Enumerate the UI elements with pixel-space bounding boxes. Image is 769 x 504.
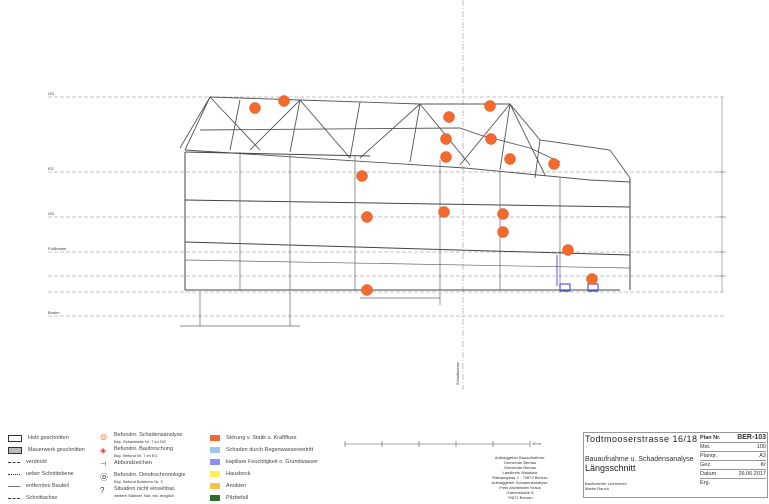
damage-circle-icon [443, 111, 455, 123]
scale-label: 10 m [532, 441, 541, 446]
drawing-title: Längsschnitt [585, 463, 636, 473]
plan-number: BER-103 [737, 434, 766, 441]
damage-circle-icon [497, 208, 509, 220]
color-swatch [210, 483, 220, 489]
level-label: OG [48, 91, 55, 96]
title-frame [583, 432, 768, 498]
title-block: Todtmooserstrasse 16/18 Bauaufnahme u. S… [585, 434, 765, 494]
legend-lines: Holz geschnitten Mauerwerk geschnitten v… [8, 432, 103, 504]
damage-number-icon: ◎ [100, 432, 107, 441]
damage-circle-icon [504, 153, 516, 165]
legend-symbols: ◎ Befundnr. Schadensanalyse Bsp. Schadst… [100, 432, 186, 498]
level-label: UG [48, 211, 54, 216]
damage-circle-icon [356, 170, 368, 182]
color-swatch [210, 471, 220, 477]
legend-colors: Störung v. Statik u. Kraftfluss Schaden … [210, 432, 330, 504]
damage-circle-icon [548, 158, 560, 170]
thin-line-swatch [8, 485, 20, 487]
color-swatch [210, 447, 220, 453]
damage-circle-icon [278, 95, 290, 107]
damage-circle-icon [440, 151, 452, 163]
client-block-2: Auftraggeber Schadensanalyse: Freie Arch… [491, 480, 549, 500]
architect: Bauforscher Lembrecht Martin Rauch [585, 481, 627, 491]
level-label: EG [48, 166, 54, 171]
damage-circle-icon [440, 133, 452, 145]
project-subtitle: Bauaufnahme u. Schadensanalyse [585, 456, 694, 463]
holz-swatch [8, 434, 22, 442]
color-swatch [210, 495, 220, 501]
dotdash-line-swatch [8, 473, 20, 475]
abbund-icon: ⊣ [100, 461, 107, 468]
plan-info-table: Plan Nr. BER-103 Mst.100 Planqr.A3 Gez.K… [700, 434, 766, 486]
project-title: Todtmooserstrasse 16/18 [585, 434, 698, 444]
dendro-icon: Ⓓ [100, 473, 108, 482]
damage-circle-icon [361, 211, 373, 223]
longdash-line-swatch [8, 497, 20, 499]
client-block: Auftraggeber Bauaufnahme: Gemeinde Berna… [492, 455, 548, 480]
mauerwerk-swatch [8, 446, 22, 454]
damage-circle-icon [438, 206, 450, 218]
color-swatch [210, 459, 220, 465]
level-label: Fußboden [48, 246, 67, 251]
color-swatch [210, 435, 220, 441]
damage-circle-icon [361, 284, 373, 296]
damage-circle-icon [249, 102, 261, 114]
damage-circle-icon [485, 133, 497, 145]
question-icon: ? [100, 486, 105, 495]
damage-circle-icon [562, 244, 574, 256]
damage-circle-icon [484, 100, 496, 112]
damage-circle-icon [586, 273, 598, 285]
level-label: Boden [48, 310, 60, 315]
damage-circle-icon [497, 226, 509, 238]
dashed-line-swatch [8, 461, 20, 463]
research-number-icon: ◈ [100, 446, 107, 455]
